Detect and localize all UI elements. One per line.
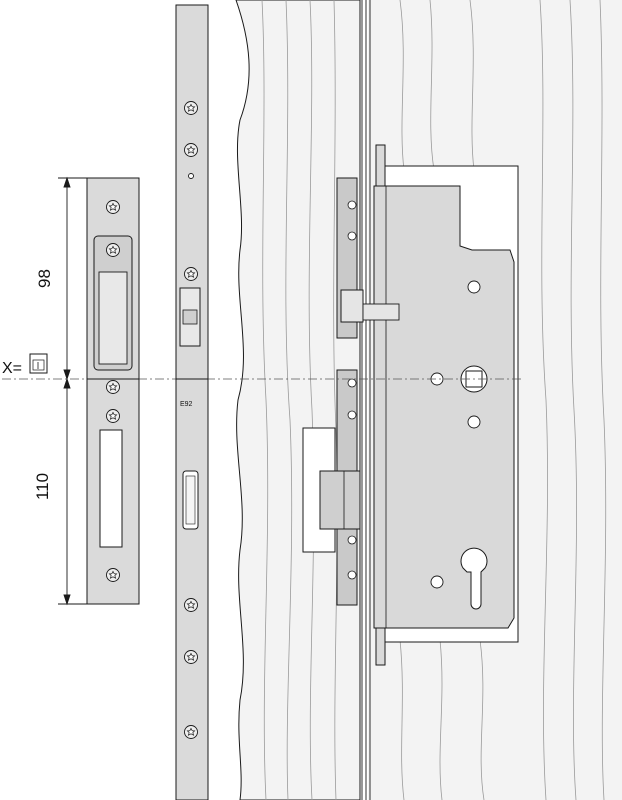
- key-symbol-icon: [29, 353, 48, 374]
- wood-grain-left: [261, 0, 338, 800]
- strike-bolt-opening: [99, 429, 123, 548]
- faceplate-marking: E92: [180, 401, 193, 408]
- latch-bolt: [319, 470, 361, 530]
- dimension-lower-label: 110: [33, 472, 53, 501]
- cylinder-cutout: [460, 547, 488, 610]
- wood-grain-right: [399, 0, 607, 800]
- dimension-upper-label: 98: [34, 269, 54, 288]
- dimension-lines: [58, 176, 88, 606]
- x-dimension-label: X=: [2, 360, 23, 377]
- lock-front-plate: [175, 4, 209, 800]
- door-leaf-wood: [235, 0, 361, 800]
- lock-case: [373, 185, 515, 629]
